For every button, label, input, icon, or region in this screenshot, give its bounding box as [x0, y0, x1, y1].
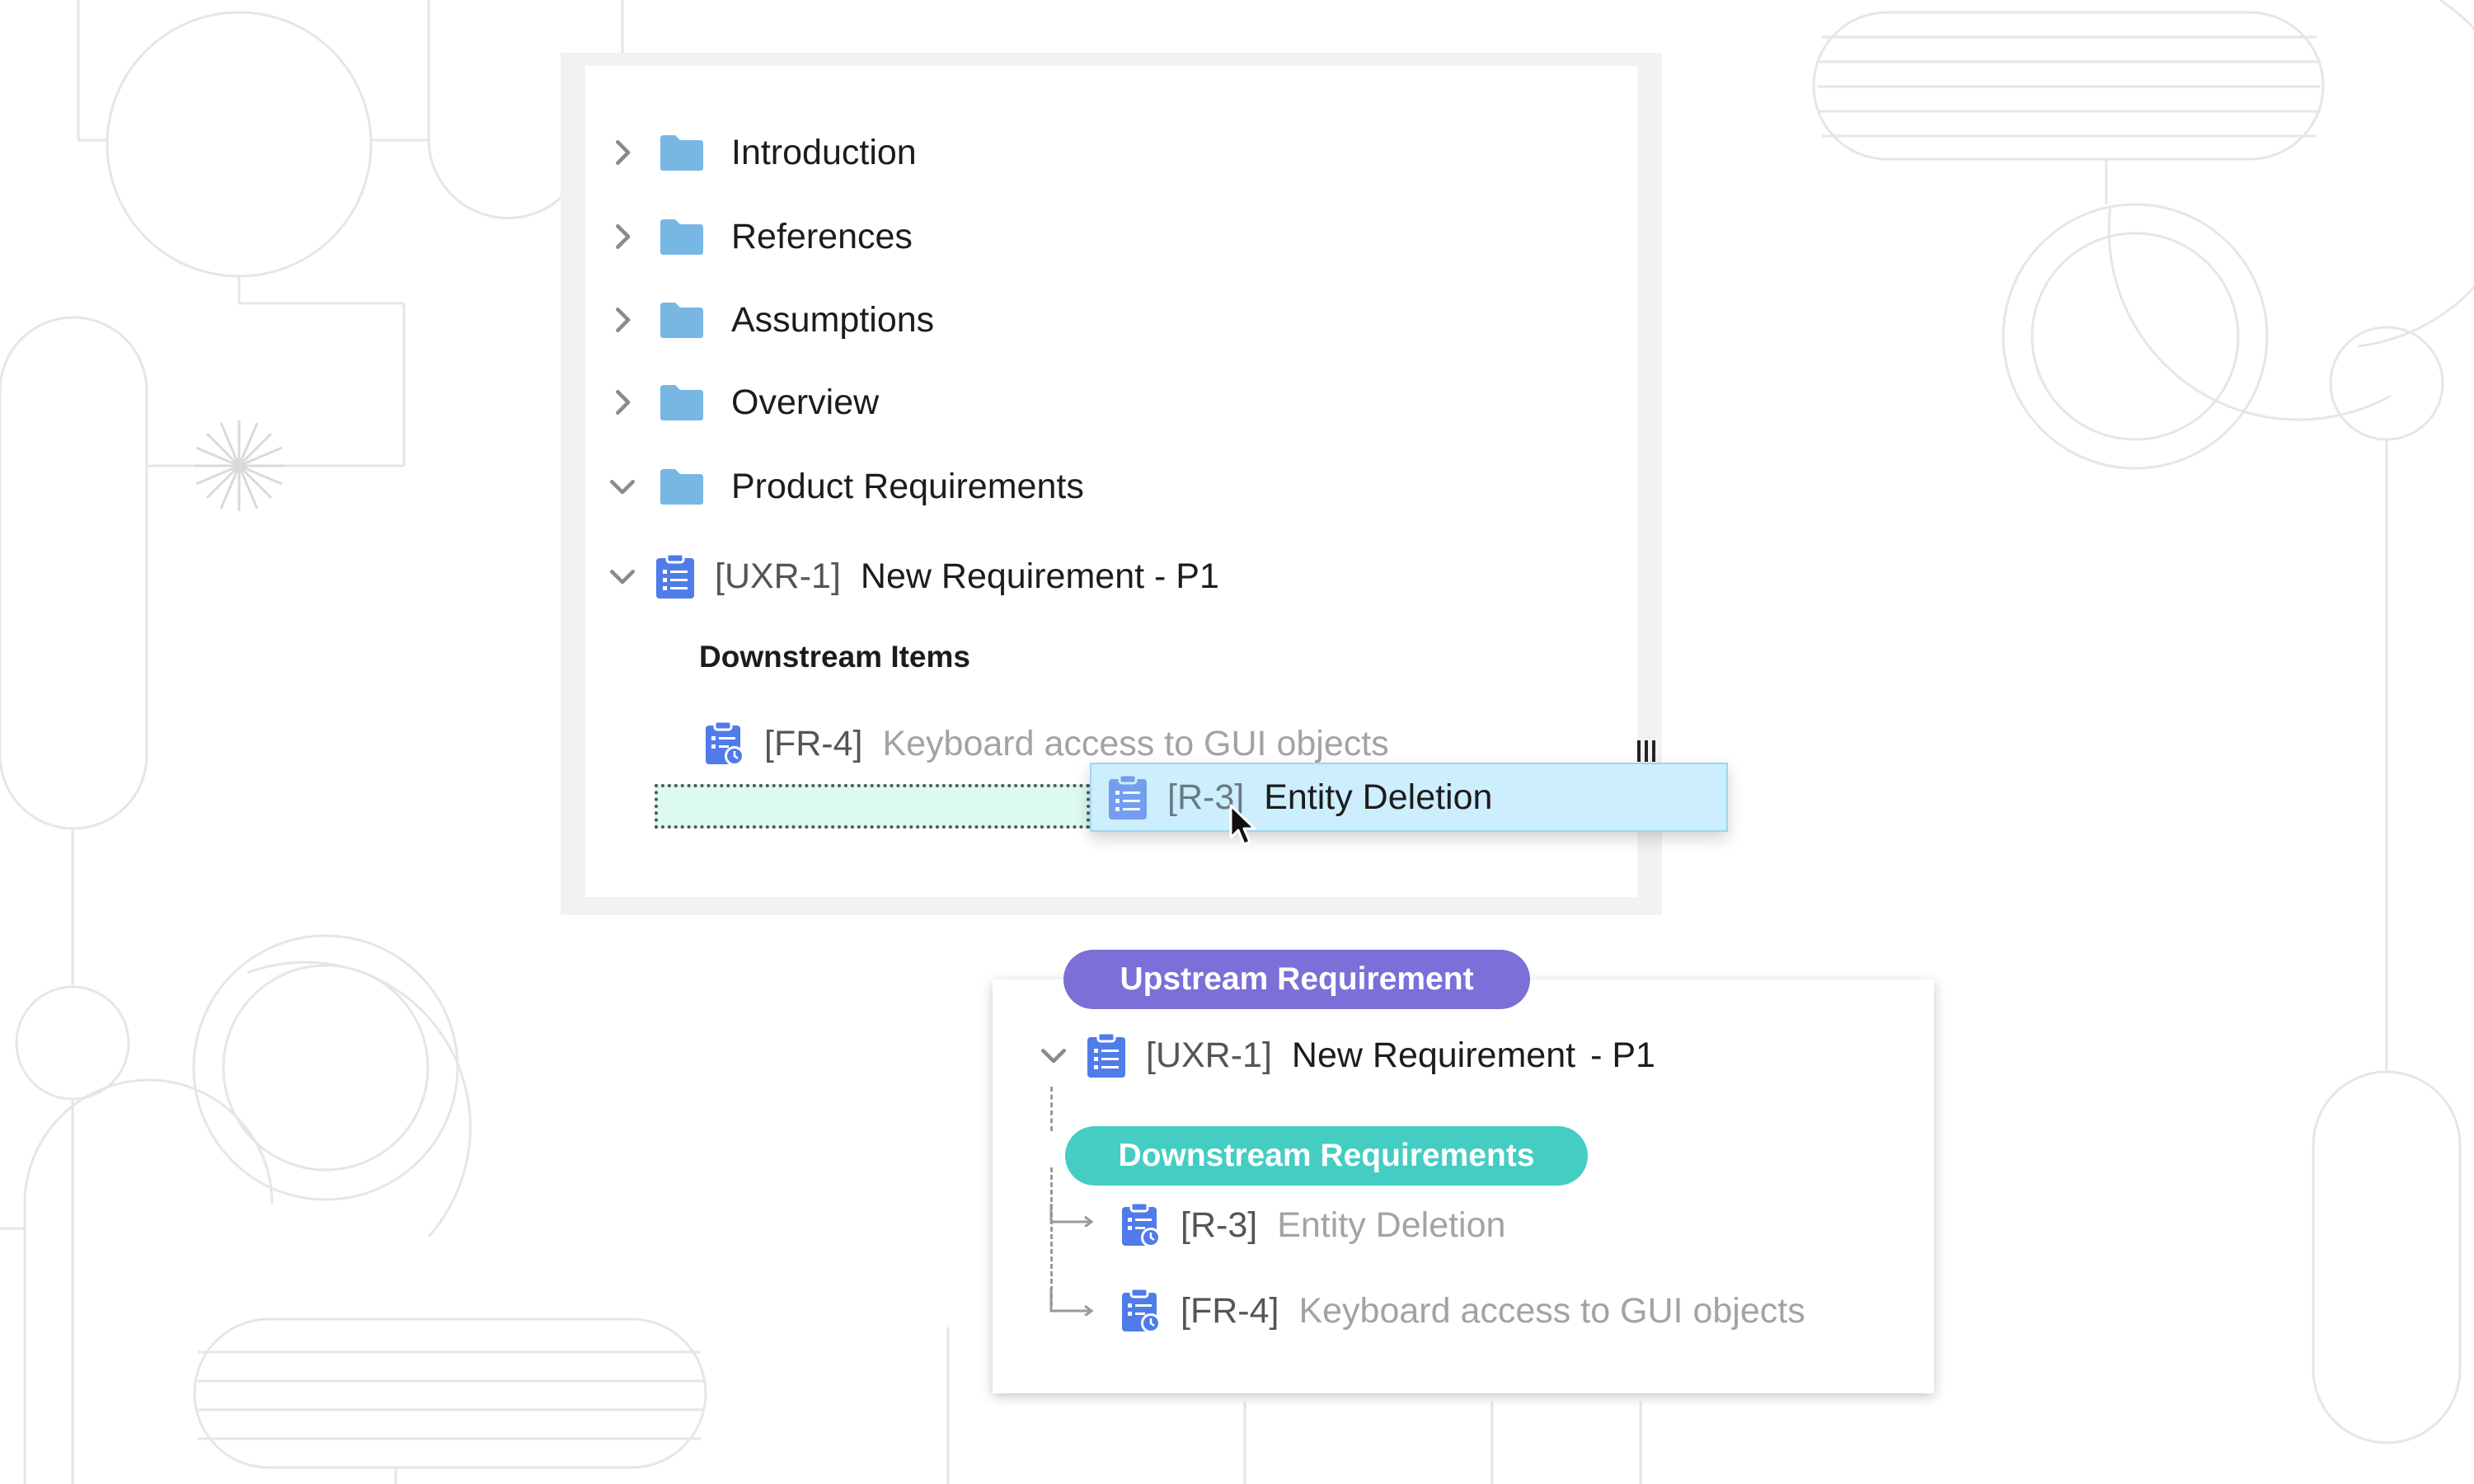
trace-downstream-item-r-3[interactable]: [R-3] Entity Deletion [1105, 1192, 1505, 1258]
folder-label: Introduction [731, 132, 917, 172]
dragged-item-r-3[interactable]: [R-3] Entity Deletion [1090, 763, 1728, 832]
downstream-item-fr-4[interactable]: [FR-4] Keyboard access to GUI objects [688, 711, 1389, 777]
downstream-item-title: Entity Deletion [1277, 1205, 1506, 1245]
tree-connector-line [1050, 1087, 1053, 1131]
tree-folder-overview[interactable]: Overview [606, 369, 879, 435]
requirement-id: [UXR-1] [715, 556, 841, 596]
chevron-down-icon[interactable] [606, 560, 639, 593]
folder-icon [659, 218, 705, 256]
chevron-right-icon[interactable] [606, 136, 639, 169]
folder-label: Overview [731, 382, 880, 422]
dragged-item-title: Entity Deletion [1264, 777, 1493, 817]
linked-requirement-icon [703, 720, 746, 768]
resize-handle[interactable] [1637, 740, 1655, 762]
tree-requirement-uxr-1[interactable]: [UXR-1] New Requirement - P1 [606, 543, 1219, 609]
requirement-priority: - P1 [1590, 1035, 1655, 1075]
requirement-id: [UXR-1] [1146, 1035, 1272, 1075]
drop-placeholder[interactable] [655, 784, 1090, 829]
tree-folder-product-requirements[interactable]: Product Requirements [606, 453, 1084, 519]
mouse-pointer-icon [1229, 804, 1256, 846]
folder-label: Product Requirements [731, 466, 1084, 506]
requirement-doc-icon [1106, 773, 1149, 821]
downstream-item-title: Keyboard access to GUI objects [1298, 1290, 1805, 1331]
requirement-doc-icon [654, 552, 697, 600]
requirement-title: New Requirement [1291, 1035, 1576, 1075]
folder-icon [659, 134, 705, 171]
tree-connector-line [1050, 1167, 1053, 1306]
requirement-title: New Requirement - P1 [860, 556, 1219, 596]
folder-label: References [731, 216, 913, 256]
connector-arrow-icon [1049, 1288, 1094, 1316]
folder-icon [659, 467, 705, 505]
tree-folder-introduction[interactable]: Introduction [606, 120, 917, 186]
trace-requirement-uxr-1[interactable]: [UXR-1] New Requirement - P1 [1037, 1022, 1655, 1088]
linked-requirement-icon [1120, 1287, 1162, 1335]
folder-label: Assumptions [731, 299, 935, 340]
folder-icon [659, 301, 705, 339]
chevron-right-icon[interactable] [606, 220, 639, 253]
linked-requirement-icon [1120, 1201, 1162, 1249]
downstream-item-id: [R-3] [1181, 1205, 1258, 1245]
chevron-right-icon[interactable] [606, 386, 639, 419]
upstream-requirement-badge: Upstream Requirement [1063, 950, 1530, 1009]
downstream-requirements-badge: Downstream Requirements [1065, 1126, 1588, 1186]
chevron-right-icon[interactable] [606, 303, 639, 336]
downstream-item-title: Keyboard access to GUI objects [882, 723, 1389, 763]
folder-icon [659, 383, 705, 421]
downstream-item-id: [FR-4] [1181, 1290, 1279, 1331]
connector-arrow-icon [1049, 1204, 1094, 1227]
chevron-down-icon[interactable] [1037, 1039, 1070, 1072]
downstream-items-heading: Downstream Items [699, 640, 970, 674]
requirement-doc-icon [1085, 1031, 1128, 1079]
downstream-item-id: [FR-4] [764, 723, 863, 763]
tree-folder-references[interactable]: References [606, 204, 913, 270]
trace-downstream-item-fr-4[interactable]: [FR-4] Keyboard access to GUI objects [1105, 1278, 1805, 1344]
tree-folder-assumptions[interactable]: Assumptions [606, 287, 934, 353]
document-tree-panel [585, 66, 1637, 897]
chevron-down-icon[interactable] [606, 470, 639, 503]
